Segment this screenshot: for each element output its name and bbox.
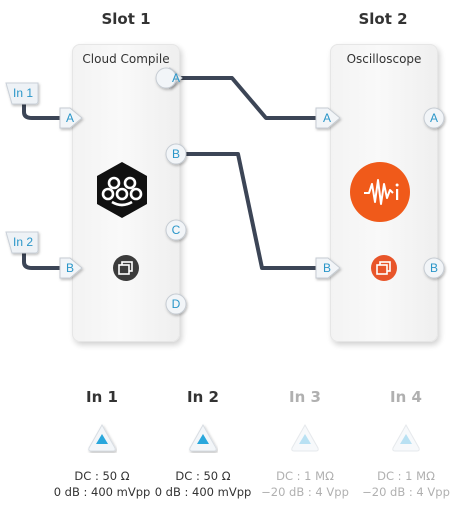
wire-in1-to-slot1-a (22, 102, 68, 120)
channel-4-toggle-button[interactable] (391, 423, 421, 453)
triangle-up-icon (400, 434, 412, 444)
slot-2-window-button[interactable] (371, 255, 397, 281)
window-icon (376, 261, 391, 275)
cloud-compile-logo-icon[interactable] (94, 160, 150, 220)
slot-1-input-b-port (59, 257, 83, 279)
triangle-up-icon (197, 434, 209, 444)
window-icon (118, 261, 133, 275)
slot-2-instrument-name: Oscilloscope (346, 52, 422, 66)
slot-1-input-a-port (59, 107, 83, 129)
slot-1-output-b-shape (165, 143, 187, 165)
channel-1-toggle-button[interactable] (87, 423, 117, 453)
slot-2-output-b-shape (423, 257, 445, 279)
slot-1-output-b-label[interactable]: B (171, 147, 180, 161)
in-2-tag[interactable]: In 2 (13, 235, 34, 249)
slot-1-input-a-label[interactable]: A (65, 111, 74, 125)
slot-2-output-b-label[interactable]: B (429, 261, 438, 275)
in-2-tag-shape (5, 231, 39, 254)
slot-2-input-b-label[interactable]: B (322, 261, 331, 275)
oscilloscope-logo-icon[interactable] (350, 162, 410, 222)
channel-2-coupling: DC : 50 Ω (175, 469, 231, 483)
channel-4-range: −20 dB : 4 Vpp (362, 485, 450, 499)
wire-in2-to-slot1-b (22, 250, 68, 270)
in-1-tag[interactable]: In 1 (13, 86, 34, 100)
slot-1-input-b-label[interactable]: B (65, 261, 74, 275)
slot-1-output-a-shape (155, 67, 177, 89)
channel-3-coupling: DC : 1 MΩ (276, 469, 334, 483)
channel-2-range: 0 dB : 400 mVpp (154, 485, 252, 499)
slot-1-output-a-label[interactable]: A (171, 71, 180, 85)
slot-1-instrument-name: Cloud Compile (82, 52, 170, 66)
slot-2-card[interactable]: Oscilloscope (330, 44, 438, 342)
slot-1-output-c-label[interactable]: C (171, 223, 181, 237)
channel-1-coupling: DC : 50 Ω (74, 469, 130, 483)
in-1-tag-shape (5, 82, 39, 105)
wire-slot1-a-to-slot2-a (180, 76, 328, 120)
slot-2-input-a-port (315, 107, 341, 129)
channel-3-toggle-button[interactable] (290, 423, 320, 453)
slot-2-title: Slot 2 (358, 10, 408, 28)
slot-1-title: Slot 1 (101, 10, 151, 28)
slot-2-input-a-label[interactable]: A (322, 111, 331, 125)
channel-1-title: In 1 (86, 388, 118, 406)
channel-3-range: −20 dB : 4 Vpp (261, 485, 349, 499)
slot-2-input-b-port (315, 257, 341, 279)
triangle-up-icon (299, 434, 311, 444)
channel-2-toggle-button[interactable] (188, 423, 218, 453)
channel-1-range: 0 dB : 400 mVpp (53, 485, 151, 499)
channel-3-title: In 3 (289, 388, 321, 406)
wire-slot1-b-to-slot2-b (180, 152, 328, 270)
channel-4-settings[interactable]: DC : 1 MΩ −20 dB : 4 Vpp (351, 468, 461, 500)
slot-2-output-a-shape (423, 107, 445, 129)
channel-2-settings[interactable]: DC : 50 Ω 0 dB : 400 mVpp (148, 468, 258, 500)
slot-1-output-c-shape (165, 219, 187, 241)
slot-1-output-d-label[interactable]: D (171, 297, 181, 311)
channel-4-coupling: DC : 1 MΩ (377, 469, 435, 483)
channel-3-settings[interactable]: DC : 1 MΩ −20 dB : 4 Vpp (250, 468, 360, 500)
triangle-up-icon (96, 434, 108, 444)
slot-1-card[interactable]: Cloud Compile (72, 44, 180, 342)
slot-1-window-button[interactable] (113, 255, 139, 281)
channel-2-title: In 2 (187, 388, 219, 406)
slot-1-output-d-shape (165, 293, 187, 315)
channel-1-settings[interactable]: DC : 50 Ω 0 dB : 400 mVpp (47, 468, 157, 500)
slot-2-output-a-label[interactable]: A (429, 111, 438, 125)
channel-4-title: In 4 (390, 388, 422, 406)
